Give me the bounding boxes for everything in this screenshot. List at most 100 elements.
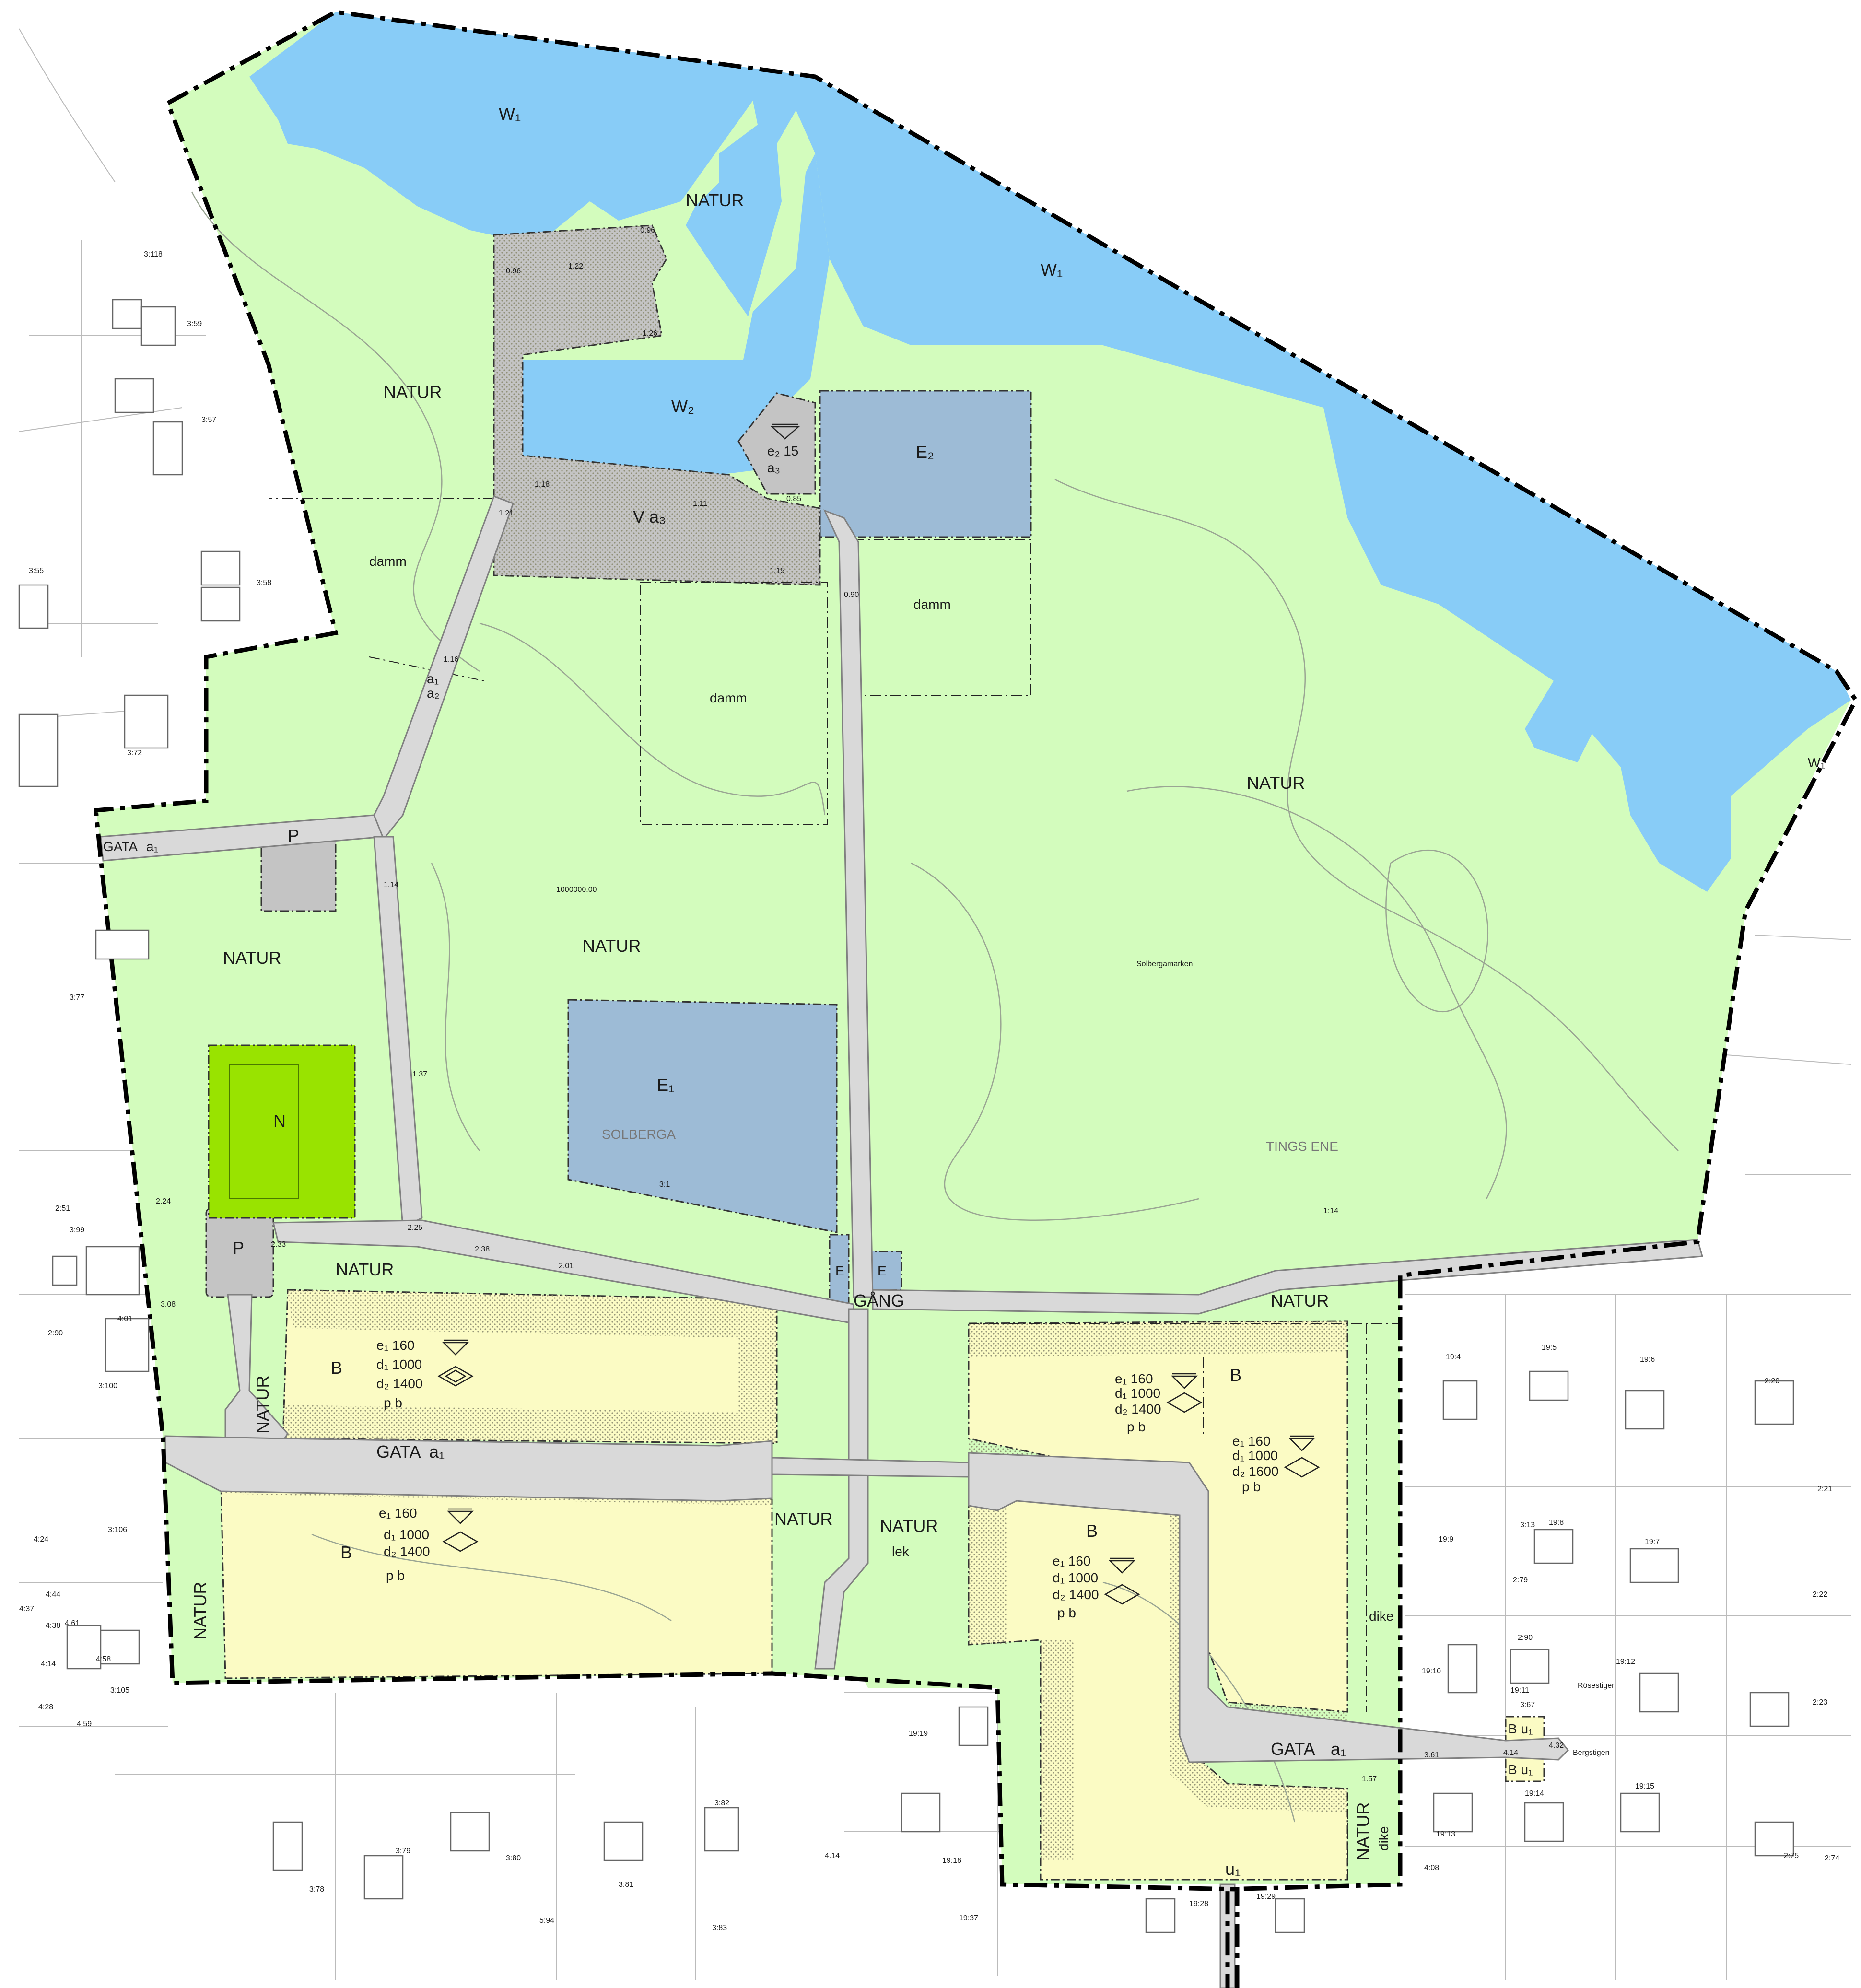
- rule-d2: d₂ 1400: [1115, 1402, 1161, 1416]
- parcel-label: 3:59: [187, 320, 202, 328]
- parcel-label: 19:6: [1640, 1356, 1655, 1364]
- label-natur-s-center: NATUR: [774, 1509, 832, 1529]
- label-natur-nw: NATUR: [384, 382, 442, 402]
- plan-boundary: [94, 10, 1859, 1988]
- parcel-label: 5:94: [539, 1917, 554, 1925]
- label-gata-west: GATA: [103, 839, 138, 854]
- elevation-label: 4.32: [1549, 1742, 1564, 1750]
- elevation-label: 1.57: [1362, 1775, 1377, 1783]
- label-natur-mid: NATUR: [336, 1260, 394, 1279]
- elevation-label: 2.24: [156, 1197, 171, 1205]
- parcel-label: 19:14: [1525, 1789, 1544, 1798]
- water-area-w1-north: [249, 12, 1851, 892]
- label-natur-center: NATUR: [583, 936, 641, 956]
- parcel-label: 19:9: [1439, 1535, 1453, 1544]
- label-tings-ene: TINGS ENE: [1266, 1139, 1338, 1154]
- label-natur-vert-west: NATUR: [253, 1376, 272, 1434]
- label-damm-center: damm: [710, 690, 747, 705]
- label-e1: E₁: [657, 1075, 674, 1095]
- label-parking-north: P: [288, 826, 299, 845]
- parcel-label: 4:38: [46, 1622, 60, 1630]
- rule-d2: d₂ 1600: [1232, 1464, 1279, 1479]
- elevation-label: 1.21: [499, 509, 514, 517]
- label-b-u1-south: B u₁: [1508, 1762, 1533, 1777]
- rule-d2: d₂ 1400: [376, 1376, 423, 1391]
- residential-block-west-north: B e₁ 160 d₁ 1000 d₂ 1400 p b: [331, 1338, 423, 1410]
- parcel-label: 3:83: [712, 1924, 727, 1932]
- parcel-label: 4:08: [1424, 1864, 1439, 1872]
- label-gata-west-a1: a₁: [146, 839, 158, 854]
- elevation-label: 0.96: [640, 226, 655, 234]
- parcel-label: 3:72: [127, 749, 142, 757]
- elevation-label: 4.14: [825, 1852, 840, 1860]
- rule-d2: d₂ 1400: [1053, 1587, 1099, 1602]
- label-bergstigen: Bergstigen: [1573, 1749, 1610, 1757]
- background-buildings: [18, 299, 1794, 1933]
- rule-e1: e₁ 160: [1232, 1434, 1271, 1449]
- parcel-label: 3:78: [309, 1885, 324, 1894]
- parcel-label: 4:01: [117, 1315, 132, 1323]
- elevation-label: 3.08: [161, 1300, 176, 1309]
- parcel-label: 3:118: [144, 250, 163, 258]
- parcel-label: 4:58: [96, 1655, 111, 1663]
- parcel-label: 19:10: [1422, 1667, 1441, 1675]
- elevation-label: 2.01: [559, 1262, 574, 1270]
- rule-d2: d₂ 1400: [384, 1544, 430, 1559]
- parcel-label: 1:14: [1323, 1207, 1338, 1215]
- label-n-pitch: N: [273, 1111, 286, 1131]
- parcel-label: 2:90: [48, 1329, 63, 1337]
- rule-pb: p b: [386, 1568, 405, 1583]
- parcel-label: 4:28: [38, 1703, 53, 1711]
- parcel-label: 19:18: [942, 1857, 961, 1865]
- label-damm-west: damm: [369, 554, 407, 569]
- parcel-label: 4:24: [34, 1535, 48, 1544]
- rule-pb: p b: [384, 1395, 402, 1410]
- label-natur-east: NATUR: [1247, 773, 1305, 793]
- parcel-label: 2:21: [1817, 1485, 1832, 1493]
- parcel-label: 3:99: [70, 1226, 84, 1234]
- road-west-vertical: [373, 836, 423, 1229]
- label-b-u1-north: B u₁: [1508, 1721, 1533, 1736]
- label-dike-north: dike: [1369, 1609, 1393, 1624]
- zone-n-pitch: [208, 1044, 356, 1219]
- parcel-label: 3:79: [396, 1847, 410, 1855]
- rule-d1: d₁ 1000: [376, 1357, 422, 1372]
- zone-e1: [567, 999, 838, 1233]
- zone-labels: W₁ W₁ W₁ W₂ NATUR NATUR damm damm damm E…: [103, 104, 1825, 1879]
- label-w1-north: W₁: [499, 104, 521, 124]
- zone-b-u1-small-south: [1505, 1756, 1545, 1782]
- zone-e2-15-area: [737, 392, 816, 495]
- parcel-label: 19:12: [1616, 1658, 1635, 1666]
- parcel-label: 2:74: [1825, 1854, 1839, 1862]
- label-a2-diag: a₂: [427, 686, 439, 701]
- elevation-label: 2.25: [408, 1224, 422, 1232]
- rule-e1: e₁ 160: [1115, 1371, 1153, 1386]
- residential-block-east-north-2: e₁ 160 d₁ 1000 d₂ 1600 p b: [1232, 1434, 1279, 1494]
- label-rosestigen: Rösestigen: [1578, 1682, 1616, 1690]
- label-parking-south: P: [233, 1238, 244, 1258]
- elevation-labels: 0.96 0.96 1.22 1.26 1.18 1.11 0.85 1.21 …: [156, 226, 1564, 1860]
- elevation-label: 1.15: [770, 567, 784, 575]
- elevation-label: 0.96: [506, 267, 521, 275]
- elevation-label: 3.61: [1424, 1751, 1439, 1759]
- road-east-cul-de-sac: [968, 1452, 1569, 1763]
- parcel-label: 19:29: [1256, 1893, 1276, 1901]
- elevation-label: 2.33: [271, 1240, 286, 1249]
- parcel-label: 2:75: [1784, 1852, 1799, 1860]
- residential-block-east-north: B e₁ 160 d₁ 1000 d₂ 1400 p b: [1115, 1365, 1241, 1434]
- parcel-label: 19:13: [1436, 1830, 1455, 1838]
- road-vertical-south: [814, 1308, 869, 1670]
- parcel-label: 2:79: [1513, 1576, 1528, 1584]
- label-gata-west-south: GATA: [376, 1442, 421, 1462]
- pitch-outline: [229, 1064, 299, 1199]
- elevation-label: 0.85: [786, 495, 801, 503]
- parcel-label: 2:90: [1518, 1634, 1533, 1642]
- parcel-label: 19:28: [1189, 1900, 1208, 1908]
- parcel-label: 3:67: [1520, 1701, 1535, 1709]
- parcel-label: 3:77: [70, 994, 84, 1002]
- label-gata-a1-east: a₁: [1331, 1739, 1346, 1759]
- parking-north: [260, 836, 337, 912]
- label-e2: E₂: [916, 442, 934, 462]
- parcel-label: 19:4: [1446, 1353, 1461, 1361]
- label-a1-diag: a₁: [427, 671, 439, 686]
